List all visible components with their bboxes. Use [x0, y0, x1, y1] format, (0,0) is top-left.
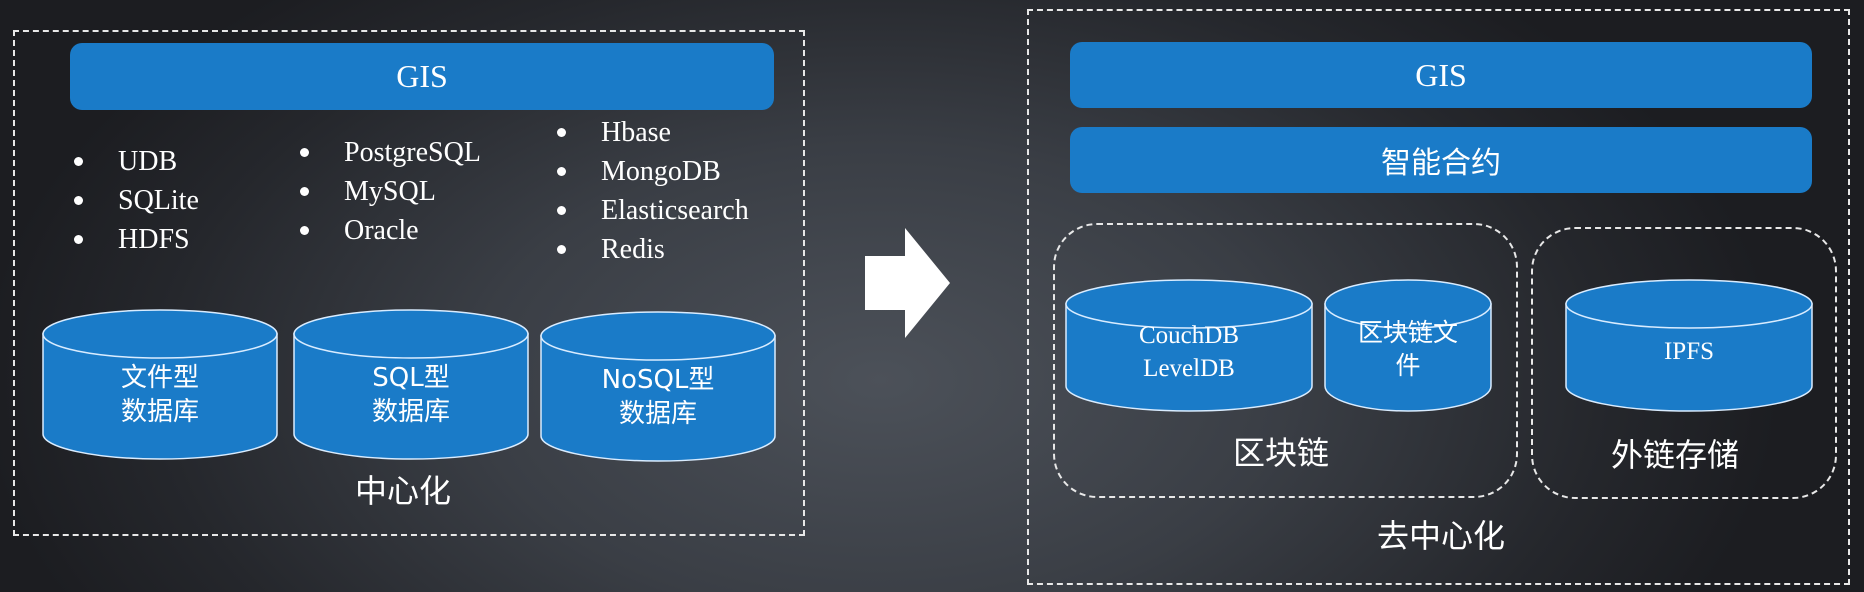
list-item: Hbase: [553, 113, 749, 152]
cylinder-shape: [1065, 279, 1313, 412]
file-database-cylinder: 文件型 数据库: [42, 309, 278, 460]
cylinder-label-line1: 区块链文: [1357, 318, 1458, 347]
bullet-icon: [74, 157, 83, 166]
bullet-icon: [557, 206, 566, 215]
cylinder-top: [540, 311, 776, 361]
bullet-icon: [300, 187, 309, 196]
nosql-database-cylinder: NoSQL型 数据库: [540, 311, 776, 462]
list-item: Oracle: [296, 211, 481, 250]
list-item: MySQL: [296, 172, 481, 211]
right-arrow-icon: [865, 228, 950, 338]
cylinder-top: [1324, 279, 1492, 329]
smart-contract-bar: 智能合约: [1070, 127, 1812, 193]
cylinder-label-line1: 文件型: [120, 363, 199, 393]
blockchain-file-cylinder: 区块链文 件: [1324, 279, 1492, 412]
cylinder-body: [42, 333, 278, 460]
list-item: Elasticsearch: [553, 191, 749, 230]
gis-bar-centralized: GIS: [70, 43, 774, 110]
cylinder-body: [1065, 303, 1313, 412]
bullet-icon: [74, 235, 83, 244]
list-item: SQLite: [70, 181, 199, 220]
sql-database-cylinder: SQL型 数据库: [293, 309, 529, 460]
sql-db-list: PostgreSQL MySQL Oracle: [296, 133, 481, 250]
nosql-db-list: Hbase MongoDB Elasticsearch Redis: [553, 113, 749, 269]
cylinder-label-line2: LevelDB: [1143, 355, 1235, 382]
cylinder-label-line1: NoSQL型: [601, 365, 715, 395]
cylinder-top: [293, 309, 529, 359]
bullet-icon: [557, 245, 566, 254]
cylinder-body: [293, 333, 529, 460]
blockchain-group: [1053, 223, 1518, 498]
list-item: PostgreSQL: [296, 133, 481, 172]
offchain-storage-caption: 外链存储: [1611, 436, 1740, 474]
cylinder-top: [1565, 279, 1813, 329]
ipfs-cylinder: IPFS: [1565, 279, 1813, 412]
cylinder-label-line1: IPFS: [1663, 338, 1715, 365]
cylinder-body: [1324, 303, 1492, 412]
cylinder-shape: [1565, 279, 1813, 412]
decentralized-panel: [1027, 9, 1850, 585]
bullet-icon: [557, 167, 566, 176]
gis-bar-label: GIS: [396, 58, 448, 94]
cylinder-label-line2: 数据库: [618, 399, 697, 429]
centralized-panel: [13, 30, 805, 536]
file-db-list: UDB SQLite HDFS: [70, 142, 199, 259]
bullet-icon: [300, 226, 309, 235]
gis-bar-decentralized: GIS: [1070, 42, 1812, 108]
cylinder-shape: [42, 309, 278, 460]
blockchain-caption: 区块链: [1233, 434, 1330, 472]
bullet-icon: [300, 148, 309, 157]
cylinder-shape: [1324, 279, 1492, 412]
bullet-icon: [557, 128, 566, 137]
list-item: Redis: [553, 230, 749, 269]
bullet-icon: [74, 196, 83, 205]
cylinder-body: [1565, 303, 1813, 412]
cylinder-label-line1: CouchDB: [1139, 322, 1239, 349]
cylinder-top: [42, 309, 278, 359]
cylinder-shape: [540, 311, 776, 462]
cylinder-label-line2: 数据库: [371, 397, 450, 427]
smart-contract-label: 智能合约: [1381, 146, 1501, 181]
list-item: MongoDB: [553, 152, 749, 191]
cylinder-body: [540, 335, 776, 462]
couchdb-leveldb-cylinder: CouchDB LevelDB: [1065, 279, 1313, 412]
cylinder-shape: [293, 309, 529, 460]
offchain-storage-group: [1531, 227, 1837, 499]
cylinder-label-line1: SQL型: [372, 363, 450, 393]
cylinder-label-line2: 数据库: [120, 397, 199, 427]
list-item: UDB: [70, 142, 199, 181]
cylinder-top: [1065, 279, 1313, 329]
cylinder-label-line2: 件: [1395, 351, 1421, 380]
decentralized-caption: 去中心化: [1377, 517, 1506, 555]
list-item: HDFS: [70, 220, 199, 259]
centralized-caption: 中心化: [355, 472, 452, 510]
gis-bar-label: GIS: [1415, 56, 1467, 93]
